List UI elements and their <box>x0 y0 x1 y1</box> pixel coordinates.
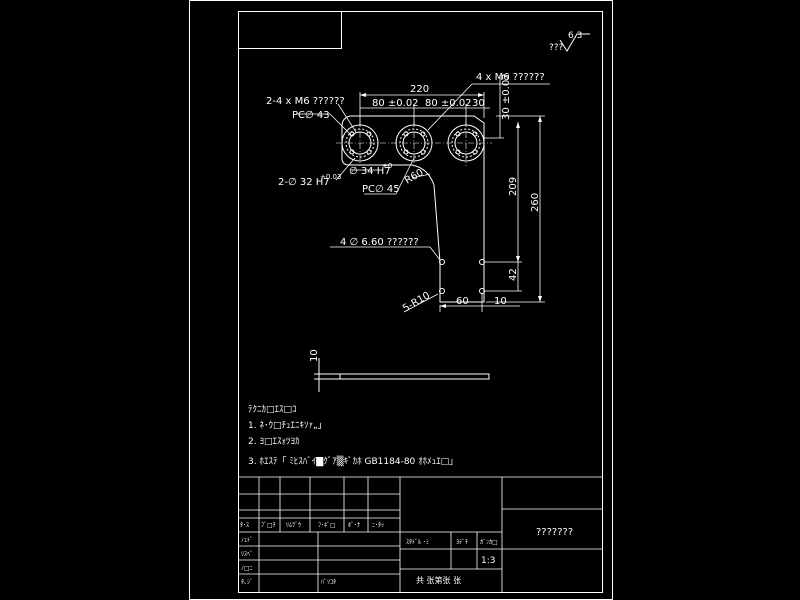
tb-scale-label: ﾖﾃﾞﾁ <box>456 539 468 546</box>
tb-scale-value: 1:3 <box>481 556 495 566</box>
dim-60: 60 <box>456 296 469 307</box>
tb-scale-label: ｽﾀﾄﾞﾙ ･ﾐ <box>406 539 429 546</box>
note-item-2: 2. ﾖ□ｴｽｫﾂﾖｶ <box>248 436 299 447</box>
technical-notes: ﾃｸﾆｶ□ｴｽ□ｺ 1. ﾈ･ｳ□ﾁｭｴﾆｷｿｧ„」 2. ﾖ□ｴｽｫﾂﾖｶ 3… <box>248 404 458 467</box>
roughness-check-mark <box>559 33 590 52</box>
center-lines <box>336 121 492 166</box>
tap-hole <box>455 131 461 137</box>
callout-bore-center-tol: +0 <box>382 162 392 170</box>
callout-right-tap: 4 x M6 ?????? <box>476 72 545 83</box>
dim-260: 260 <box>530 193 541 212</box>
tb-row-label: ﾌ･ﾈﾞ□ <box>318 522 336 529</box>
notes-heading: ﾃｸﾆｶ□ｴｽ□ｺ <box>248 404 297 415</box>
tb-side-label: ﾀ､ｼﾞ <box>241 579 253 586</box>
callout-corner-radius: 5-R10 <box>401 290 432 314</box>
callout-bore-center: ∅ 34 H7 <box>349 166 391 177</box>
dim-80-left: 80 ±0.02 <box>372 98 419 109</box>
mount-hole <box>439 288 445 294</box>
callout-left-pcd: PC∅ 43 <box>292 110 330 121</box>
tb-row-label: ﾌﾞ□ﾁ <box>261 522 276 529</box>
tb-mid-label: ﾊﾟｿｺﾀ <box>321 579 336 586</box>
part-plan-view <box>336 115 492 303</box>
tap-hole <box>366 149 372 155</box>
callout-bore-pair-tol: +0.03 <box>320 173 341 181</box>
tap-hole <box>403 149 409 155</box>
mount-hole <box>439 259 445 265</box>
dim-42: 42 <box>508 268 519 281</box>
tap-hole <box>420 131 426 137</box>
note-item-1: 1. ﾈ･ｳ□ﾁｭｴﾆｷｿｧ„」 <box>248 420 327 431</box>
tb-row-label: ﾘﾑﾗﾞｳ <box>286 522 301 529</box>
title-block-text: ??????? ﾀ･ｽ ﾌﾞ□ﾁ ﾘﾑﾗﾞｳ ﾌ･ﾈﾞ□ ﾎﾞ･ﾅ ﾆ･ﾀｯ ﾉ… <box>240 522 573 586</box>
dim-30-right: 30 <box>472 98 485 109</box>
callout-center-pcd: PC∅ 45 <box>362 184 400 195</box>
surface-roughness-symbol: ??? 6.3 <box>549 31 590 53</box>
tap-hole <box>472 149 478 155</box>
tb-scale-label: ｶﾞﾝｶ□ <box>480 539 498 546</box>
tap-hole <box>366 131 372 137</box>
note-item-3: 3. ﾎｴｽﾃ「 ﾐﾋｽﾊﾞｲ▇ｸﾞｱ▒ｷﾞｶﾎ GB1184-80 ｵﾎﾒｭｴ… <box>248 455 458 467</box>
callout-left-tap: 2-4 x M6 ?????? <box>266 96 345 107</box>
tb-row-label: ﾀ･ｽ <box>240 522 249 529</box>
callout-arc-radius: R60 <box>403 167 426 186</box>
callout-holes: 4 ∅ 6.60 ?????? <box>340 237 419 248</box>
tb-side-label: ﾉｪﾄﾟ <box>241 537 253 544</box>
dim-thickness: 10 <box>309 349 320 362</box>
dimension-lines <box>297 75 550 313</box>
tap-hole <box>420 149 426 155</box>
dim-10: 10 <box>494 296 507 307</box>
tb-sheet-count: 共 张第张 张 <box>416 575 461 585</box>
roughness-value: 6.3 <box>568 31 582 41</box>
plate-outline <box>341 115 485 303</box>
part-side-view <box>314 358 490 392</box>
tap-hole <box>349 149 355 155</box>
dim-220: 220 <box>410 84 429 95</box>
tb-side-label: ﾉ□ﾆ <box>241 565 253 572</box>
title-block <box>238 476 602 592</box>
top-left-box <box>238 11 342 49</box>
tap-hole <box>403 131 409 137</box>
tap-hole <box>455 149 461 155</box>
dim-80-right: 80 ±0.02 <box>425 98 472 109</box>
inner-border <box>238 11 603 593</box>
drawing-title: ??????? <box>536 527 573 538</box>
dimension-text: 220 80 ±0.02 80 ±0.02 30 30 ±0.02 209 26… <box>309 73 541 362</box>
dimension-arrows <box>360 93 542 308</box>
tb-side-label: ﾘｽﾍﾞ <box>241 551 253 558</box>
side-view-plate <box>339 373 490 380</box>
dim-209: 209 <box>508 177 519 196</box>
tb-row-label: ﾎﾞ･ﾅ <box>348 522 360 529</box>
tap-hole <box>472 131 478 137</box>
dim-30-top: 30 ±0.02 <box>501 73 512 120</box>
roughness-prefix: ??? <box>549 43 564 53</box>
tb-row-label: ﾆ･ﾀｯ <box>372 522 384 529</box>
callout-bore-pair: 2-∅ 32 H7 <box>278 177 330 188</box>
